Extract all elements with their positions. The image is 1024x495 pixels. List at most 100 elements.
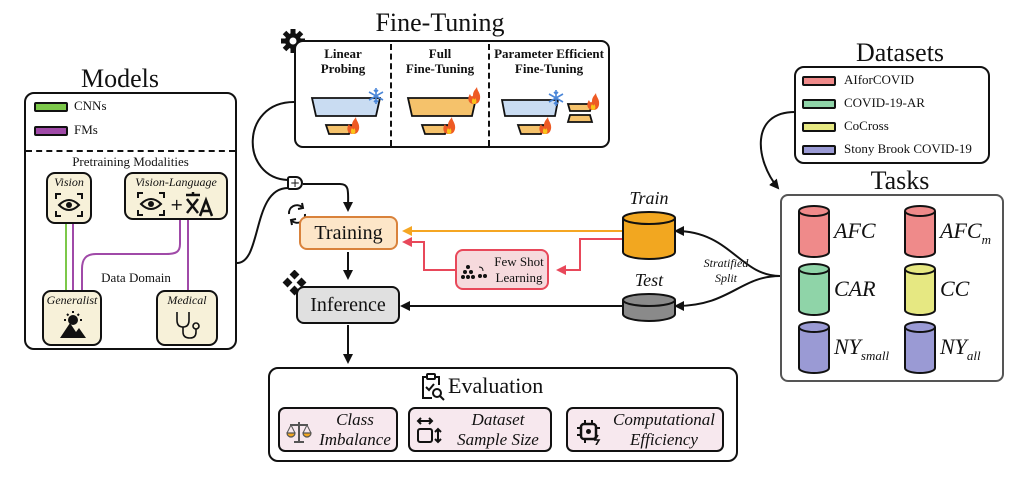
- training-node: Training: [299, 216, 398, 250]
- resize-icon: [416, 417, 442, 444]
- few-shot-dots-icon: [461, 265, 487, 279]
- task-cylinder-icon: [904, 205, 936, 258]
- task-label: NYall: [940, 334, 981, 364]
- full-fine-tuning-line1: Full: [428, 46, 452, 61]
- models-panel: CNNs FMs Pretraining Modalities Vision V…: [24, 92, 237, 350]
- trainable-head-block: [324, 124, 354, 135]
- eval-card-sample-size: Dataset Sample Size: [408, 407, 552, 452]
- test-database-icon: [622, 293, 676, 322]
- medical-domain-box: Medical: [156, 290, 218, 346]
- linear-probing-line2: Probing: [320, 61, 366, 76]
- frozen-backbone-block: [310, 97, 382, 117]
- trainable-head-block: [420, 124, 450, 135]
- task-name: CC: [940, 276, 970, 301]
- class-imbalance-line1: Class: [336, 410, 374, 429]
- few-shot-line1: Few Shot: [494, 254, 544, 269]
- adapter-block: [566, 114, 594, 123]
- task-name: CAR: [834, 276, 876, 301]
- task-label: CAR: [834, 276, 876, 302]
- evaluation-title: Evaluation: [448, 373, 544, 398]
- task-subscript: all: [966, 348, 981, 363]
- fine-tuning-panel: Linear Probing Full Fine-Tuning Paramete…: [294, 40, 610, 148]
- class-imbalance-text: Class Imbalance: [314, 410, 396, 450]
- generalist-label: Generalist: [46, 293, 98, 307]
- linear-probing-label: Linear Probing: [296, 46, 390, 76]
- train-database-icon: [622, 211, 676, 260]
- fm-legend-swatch: [34, 126, 68, 136]
- fine-tuning-title: Fine-Tuning: [375, 8, 505, 37]
- test-label: Test: [634, 270, 664, 290]
- linear-probing-line1: Linear: [324, 46, 362, 61]
- eye-scan-icon: [55, 193, 83, 217]
- strategy-divider: [488, 44, 490, 146]
- vision-label: Vision: [54, 175, 84, 189]
- plus-to-training-arrow: [303, 183, 354, 212]
- datasets-title: Datasets: [855, 38, 945, 67]
- task-subscript: small: [860, 348, 890, 363]
- split-to-train-arrow: [674, 226, 781, 277]
- task-subscript: m: [981, 232, 991, 247]
- peft-line1: Parameter Efficient: [494, 46, 604, 61]
- computational-efficiency-line1: Computational: [612, 410, 715, 429]
- model-links: [65, 219, 189, 290]
- task-label: NYsmall: [834, 334, 889, 364]
- generalist-domain-box: Generalist: [42, 290, 102, 346]
- peft-label: Parameter Efficient Fine-Tuning: [490, 46, 608, 76]
- stony-brook-label: Stony Brook COVID-19: [844, 141, 972, 156]
- train-label: Train: [629, 188, 669, 208]
- stratified-split-label: Stratified Split: [692, 256, 760, 286]
- fewshot-to-training-arrow: [402, 237, 455, 271]
- models-connector: [236, 187, 289, 264]
- models-title: Models: [81, 64, 159, 93]
- task-name: AFC: [834, 218, 876, 243]
- flame-icon: [347, 117, 360, 134]
- inference-node: Inference: [296, 286, 400, 324]
- strategy-divider: [390, 44, 392, 146]
- data-domain-title: Data Domain: [101, 270, 171, 285]
- full-fine-tuning-line2: Fine-Tuning: [405, 61, 475, 76]
- task-label: AFC: [834, 218, 876, 244]
- sample-size-line1: Dataset: [471, 410, 525, 429]
- sample-size-text: Dataset Sample Size: [446, 410, 550, 450]
- trainable-backbone-block: [406, 97, 478, 117]
- inference-diamonds-icon: [282, 270, 307, 296]
- fine-tuning-illustrations: [310, 87, 600, 135]
- balance-scale-icon: [286, 422, 312, 443]
- eval-card-class-imbalance: Class Imbalance: [278, 407, 398, 452]
- class-imbalance-line2: Imbalance: [319, 430, 391, 449]
- sun-mountain-icon: [60, 311, 86, 338]
- full-fine-tuning-label: Full Fine-Tuning: [392, 46, 488, 76]
- fm-legend-label: FMs: [74, 122, 98, 137]
- vision-language-label: Vision-Language: [135, 175, 217, 189]
- task-label: CC: [940, 276, 969, 302]
- cnn-legend-swatch: [34, 102, 68, 112]
- legend-divider: [26, 150, 235, 152]
- task-name: NY: [834, 334, 861, 359]
- adapter-block: [566, 103, 594, 112]
- eval-card-computational-efficiency: Computational Efficiency: [566, 407, 724, 452]
- computational-efficiency-line2: Efficiency: [630, 430, 698, 449]
- stony-brook-swatch: [802, 145, 836, 155]
- task-cylinder-icon: [904, 321, 936, 374]
- vision-language-modality-box: Vision-Language +: [124, 172, 228, 220]
- sample-size-line2: Sample Size: [457, 430, 539, 449]
- task-cylinder-icon: [798, 263, 830, 316]
- covid-19-ar-swatch: [802, 99, 836, 109]
- computational-efficiency-text: Computational Efficiency: [606, 410, 722, 450]
- medical-label: Medical: [167, 293, 207, 307]
- flame-icon: [587, 93, 600, 110]
- aiforcovid-swatch: [802, 76, 836, 86]
- clipboard-check-icon: [422, 373, 445, 401]
- task-label: AFCm: [940, 218, 991, 248]
- vision-modality-box: Vision: [46, 172, 92, 224]
- datasets-panel: AIforCOVID COVID-19-AR CoCross Stony Bro…: [794, 66, 990, 164]
- task-name: AFC: [940, 218, 982, 243]
- evaluation-panel: Evaluation Class Imbalance Dataset Sampl…: [268, 367, 738, 462]
- few-shot-text: Few Shot Learning: [490, 254, 548, 286]
- task-name: NY: [940, 334, 967, 359]
- chip-icon: [577, 420, 601, 445]
- trainable-head-block: [516, 124, 546, 135]
- aiforcovid-label: AIforCOVID: [844, 72, 915, 87]
- task-cylinder-icon: [904, 263, 936, 316]
